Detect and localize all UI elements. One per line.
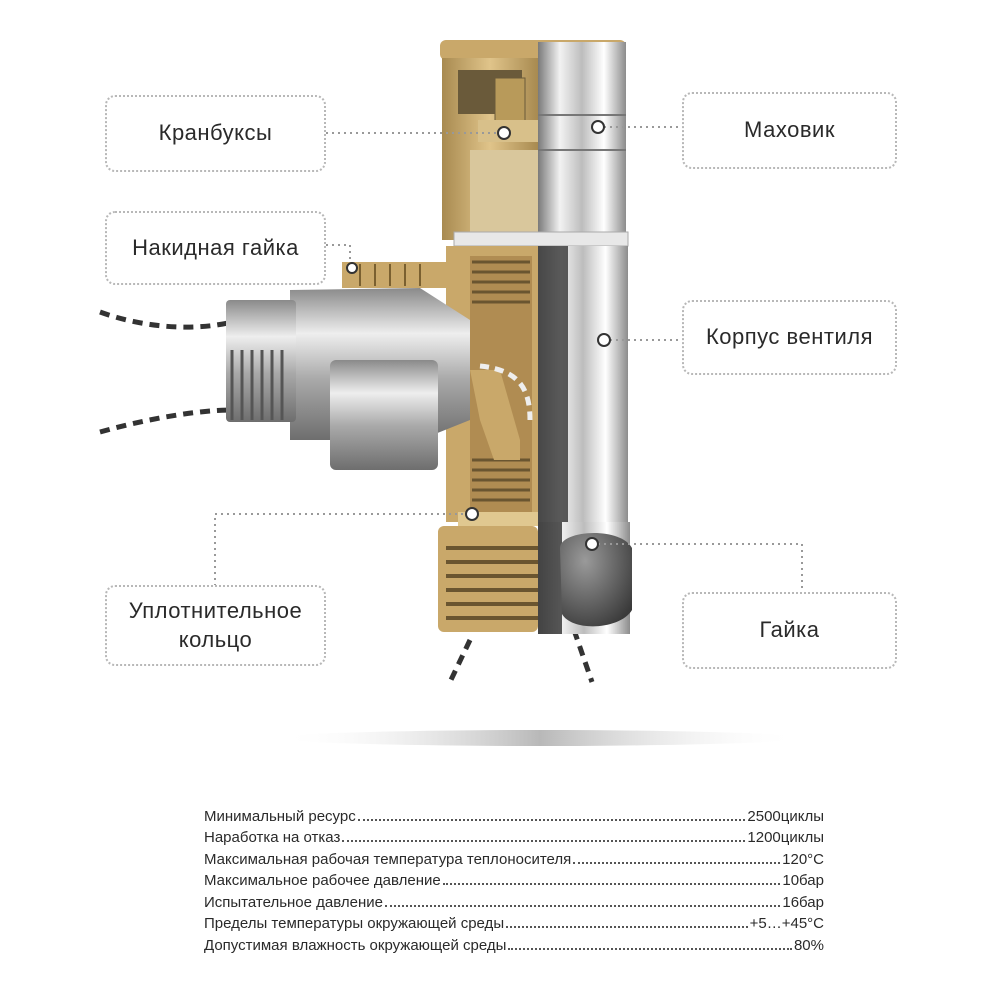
label-kranbuksy: Кранбуксы	[105, 95, 326, 172]
spec-value: 10бар	[782, 872, 824, 889]
label-kranbuksy-text: Кранбуксы	[158, 120, 273, 146]
specifications-list: Минимальный ресурс 2500циклы Наработка н…	[204, 803, 824, 954]
handwheel	[538, 42, 626, 238]
spec-leader-dots	[342, 839, 746, 842]
pointer-dots	[346, 120, 611, 551]
spec-name: Допустимая влажность окружающей среды	[204, 936, 507, 954]
spec-name: Наработка на отказ	[204, 829, 341, 846]
leader-lines	[214, 126, 803, 598]
label-makhovik-text: Маховик	[744, 117, 835, 143]
spec-row: Испытательное давление 16бар	[204, 889, 824, 911]
spec-value: 16бар	[782, 893, 824, 911]
spec-row: Пределы температуры окружающей среды +5……	[204, 911, 824, 932]
cartridge-stem	[494, 77, 526, 127]
nut	[560, 532, 632, 627]
spec-leader-dots	[384, 904, 781, 907]
spec-value: 1200циклы	[747, 829, 824, 846]
spec-leader-dots	[357, 818, 746, 821]
spec-name: Максимальная рабочая температура теплоно…	[204, 850, 572, 868]
spec-row: Наработка на отказ 1200циклы	[204, 825, 824, 846]
spec-value: 80%	[793, 936, 824, 954]
spec-leader-dots	[508, 947, 792, 950]
spec-row: Допустимая влажность окружающей среды 80…	[204, 932, 824, 954]
label-makhovik: Маховик	[682, 92, 897, 169]
spec-row: Максимальная рабочая температура теплоно…	[204, 846, 824, 868]
spec-name: Испытательное давление	[204, 893, 383, 911]
floor-shadow	[280, 730, 800, 746]
spec-value: 2500циклы	[747, 807, 824, 825]
label-gayka: Гайка	[682, 592, 897, 669]
spec-row: Максимальное рабочее давление 10бар	[204, 868, 824, 889]
spec-value: 120°С	[782, 850, 824, 868]
label-uplotnitelnoe-koltso-text: Уплотнительное кольцо	[128, 597, 303, 652]
pipe-dash-bottom-left	[447, 638, 473, 684]
union-nut-brass	[342, 262, 448, 288]
label-korpus-ventilya-text: Корпус вентиля	[705, 324, 873, 350]
spec-name: Максимальное рабочее давление	[204, 872, 441, 889]
pipe-dash-lower	[99, 407, 233, 435]
spec-name: Пределы температуры окружающей среды	[204, 915, 505, 932]
pipe-dash-upper	[99, 309, 233, 330]
spec-value: +5…+45°С	[749, 915, 824, 932]
spec-name: Минимальный ресурс	[204, 807, 356, 825]
pipe-dash-bottom-right	[571, 629, 595, 683]
spec-leader-dots	[442, 882, 781, 885]
label-uplotnitelnoe-koltso: Уплотнительное кольцо	[105, 585, 326, 666]
label-nakidnaya-gayka-text: Накидная гайка	[132, 234, 299, 260]
label-nakidnaya-gayka: Накидная гайка	[105, 211, 326, 285]
spec-leader-dots	[506, 925, 748, 928]
label-gayka-text: Гайка	[759, 617, 820, 643]
spec-leader-dots	[573, 861, 781, 864]
spec-row: Минимальный ресурс 2500циклы	[204, 803, 824, 825]
label-korpus-ventilya: Корпус вентиля	[682, 300, 897, 375]
